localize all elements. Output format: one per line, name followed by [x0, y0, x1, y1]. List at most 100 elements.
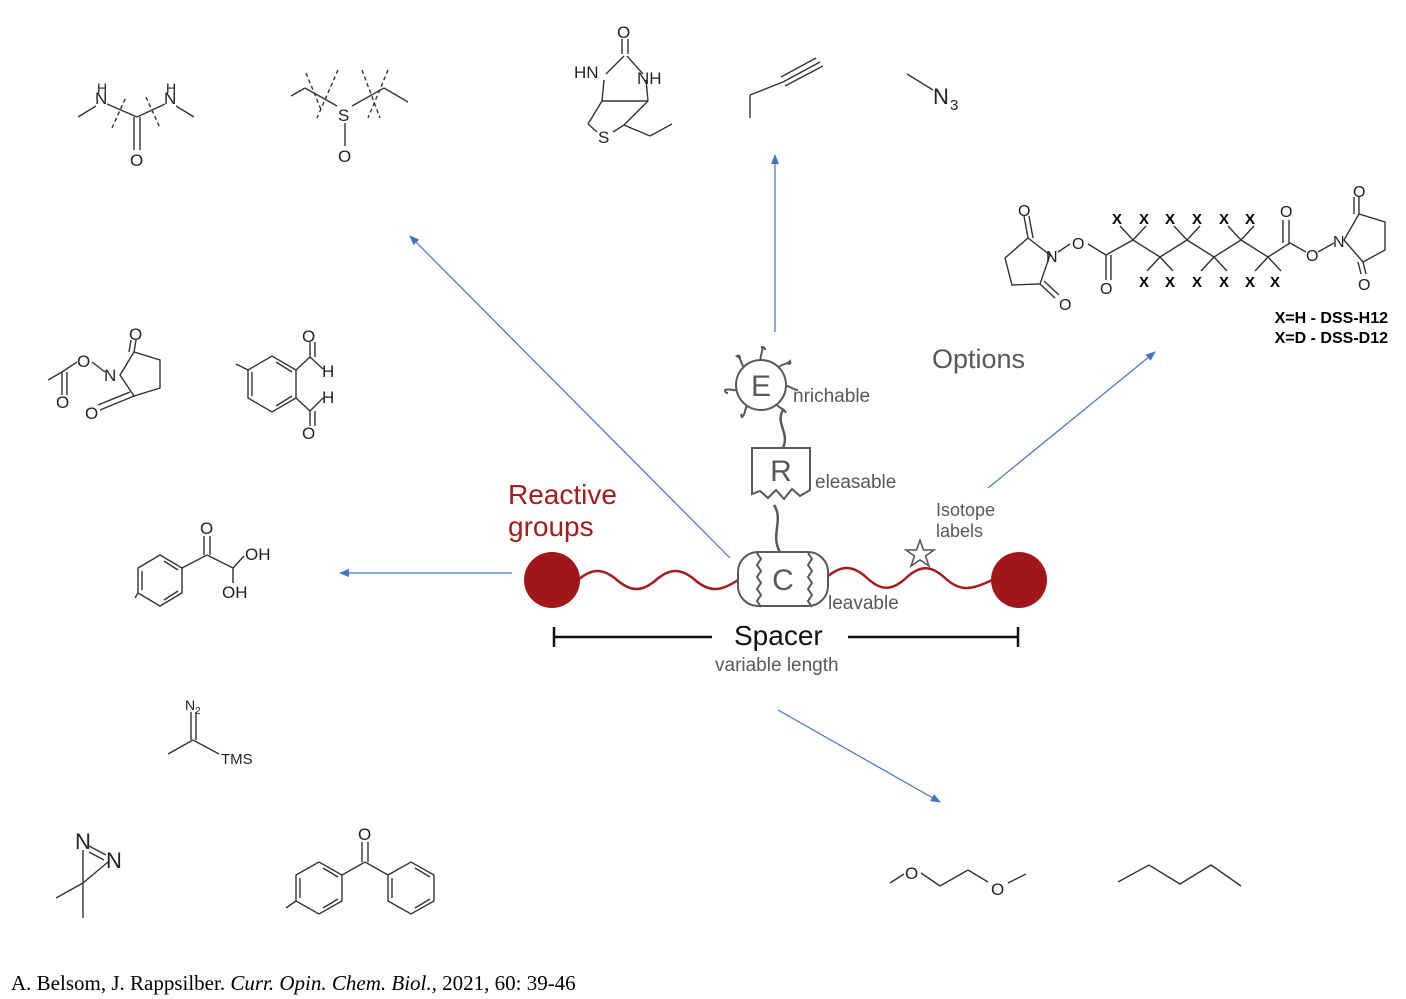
atom-h: H: [322, 362, 334, 381]
dss-x-label: X: [1219, 274, 1229, 291]
cleavable-letter: C: [772, 564, 794, 597]
phthalaldehyde-structure: [235, 342, 324, 426]
diazo-tms-structure: [167, 712, 220, 755]
azide-n: N: [933, 84, 949, 109]
dss-x-label: X: [1270, 274, 1280, 291]
atom-oh: OH: [222, 583, 248, 602]
sulfoxide-structure: [290, 69, 409, 146]
atom-nh: NH: [637, 69, 662, 88]
isotope-label-line2: labels: [936, 521, 984, 541]
crosslinker-schematic: C R E: [524, 345, 1047, 647]
enrichable-label: nrichable: [793, 386, 871, 407]
atom-n: N: [75, 829, 91, 854]
atom-o: O: [129, 325, 142, 344]
atom-o: O: [1018, 203, 1030, 220]
atom-o: O: [302, 327, 315, 346]
reactive-groups-label: Reactive groups: [508, 479, 617, 543]
atom-tms: TMS: [221, 751, 253, 768]
atom-o: O: [1280, 204, 1292, 221]
atom-n: N: [1046, 249, 1058, 266]
arrow-to-cleavable-groups: [409, 235, 731, 559]
atom-n: N: [106, 848, 122, 873]
enrichable-letter: E: [751, 370, 771, 403]
releasable-label: eleasable: [815, 472, 897, 493]
dss-x-label: X: [1245, 211, 1255, 228]
nhs-ester-structure: [47, 339, 161, 411]
atom-o: O: [1358, 277, 1370, 294]
atom-o: O: [991, 880, 1004, 899]
atom-o: O: [1353, 184, 1365, 201]
biotin-structure: [587, 39, 673, 137]
arrow-to-isotope-labels: [987, 351, 1156, 489]
atom-o: O: [302, 424, 315, 443]
benzophenone-structure: [285, 842, 435, 915]
dss-x-label: X: [1165, 274, 1175, 291]
atom-h: H: [166, 80, 176, 96]
atom-h: H: [322, 388, 334, 407]
atom-n: N: [104, 366, 116, 385]
citation-details: 2021, 60: 39-46: [436, 971, 576, 995]
spacer-wave-left: [577, 569, 739, 591]
atom-o: O: [1100, 281, 1112, 298]
atom-s: S: [598, 128, 609, 147]
phenylglyoxal-structure: [134, 536, 245, 607]
atom-o: O: [85, 404, 98, 423]
spacer-wave-right: [827, 566, 993, 590]
dss-x-label: X: [1139, 211, 1149, 228]
citation-journal: Curr. Opin. Chem. Biol.,: [230, 971, 437, 995]
atom-o: O: [1059, 297, 1071, 314]
isotope-star-icon: [903, 537, 937, 568]
dss-structure: [1004, 197, 1386, 299]
atom-o: O: [130, 151, 143, 170]
dss-x-label: X: [1192, 274, 1202, 291]
atom-o: O: [358, 825, 371, 844]
dss-h12-label: X=H - DSS-H12: [1274, 310, 1388, 327]
dss-d12-label: X=D - DSS-D12: [1274, 330, 1388, 347]
releasable-module: [751, 447, 811, 501]
atom-oh: OH: [245, 545, 271, 564]
reactive-label-line1: Reactive: [508, 479, 617, 510]
cleavable-module: [737, 551, 829, 608]
arrow-to-spacer-options: [777, 709, 941, 803]
atom-s: S: [338, 106, 349, 125]
atom-o: O: [200, 519, 213, 538]
atom-n: N: [95, 89, 107, 108]
variable-length-label: variable length: [715, 655, 839, 676]
citation: A. Belsom, J. Rappsilber. Curr. Opin. Ch…: [11, 971, 576, 996]
dss-x-label: X: [1219, 211, 1229, 228]
atom-o: O: [56, 393, 69, 412]
isotope-label-line1: Isotope: [936, 500, 996, 520]
arrows: [339, 154, 1156, 803]
atom-n: N: [164, 89, 176, 108]
atom-h: H: [97, 80, 107, 96]
citation-authors: A. Belsom, J. Rappsilber.: [11, 971, 231, 995]
atom-hn: HN: [574, 63, 599, 82]
peg-spacer-structure: [889, 869, 1027, 887]
atom-o: O: [1306, 248, 1318, 265]
enrichable-module: [723, 345, 799, 419]
alkyl-spacer-structure: [1117, 864, 1242, 887]
reactive-group-right: [991, 552, 1047, 608]
options-label: Options: [932, 344, 1026, 374]
atom-o: O: [77, 352, 90, 371]
isotope-labels-label: Isotope labels: [936, 500, 995, 542]
diazo-subscript: 2: [195, 706, 201, 717]
dss-x-label: X: [1112, 211, 1122, 228]
cleavable-label: leavable: [828, 593, 899, 614]
connector-c-r: [772, 504, 782, 553]
azide-structure: [906, 73, 934, 91]
spacer-label: Spacer: [734, 620, 823, 651]
reactive-label-line2: groups: [508, 511, 594, 542]
alkyne-structure: [749, 57, 824, 118]
dss-x-label: X: [1139, 274, 1149, 291]
atom-o: O: [617, 23, 630, 42]
azide-subscript: 3: [950, 97, 958, 114]
atom-o: O: [905, 864, 918, 883]
atom-o: O: [1072, 236, 1084, 253]
diazo-n: N: [185, 697, 195, 713]
releasable-letter: R: [770, 455, 792, 488]
atom-n: N: [1333, 234, 1345, 251]
dss-x-label: X: [1165, 211, 1175, 228]
atom-o: O: [338, 147, 351, 166]
